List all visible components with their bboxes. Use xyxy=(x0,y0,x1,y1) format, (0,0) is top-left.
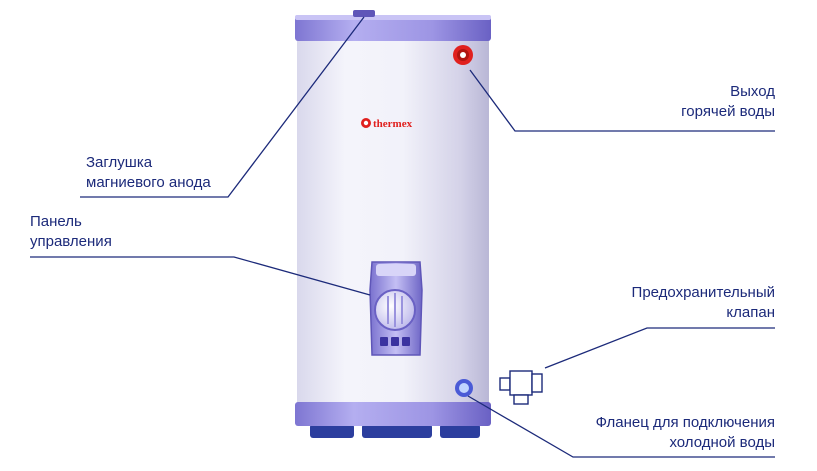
label-hot-water-outlet: Выход горячей воды xyxy=(681,83,775,120)
callout-line-control xyxy=(30,256,371,296)
heater-body xyxy=(297,26,489,422)
top-band xyxy=(295,10,491,41)
callout-line-valve xyxy=(544,327,775,369)
label-safety-valve: Предохранительный клапан xyxy=(631,284,775,321)
callout-line-cold-water xyxy=(467,395,775,458)
safety-valve xyxy=(499,370,543,405)
bottom-band xyxy=(295,402,491,426)
thermex-logo: thermex xyxy=(361,118,413,130)
logo-text: thermex xyxy=(373,118,413,130)
callout-line-hot-water xyxy=(469,69,775,132)
cold-water-port xyxy=(455,379,473,397)
heater-feet xyxy=(310,424,480,438)
hot-water-port xyxy=(453,45,473,65)
control-panel xyxy=(369,261,423,356)
label-anode-plug: Заглушка магниевого анода xyxy=(86,154,211,191)
label-cold-water-flange: Фланец для подключения холодной воды xyxy=(595,414,775,451)
label-control-panel: Панель управления xyxy=(30,213,112,250)
indicator-buttons xyxy=(380,337,410,346)
callout-line-anode xyxy=(80,16,365,198)
